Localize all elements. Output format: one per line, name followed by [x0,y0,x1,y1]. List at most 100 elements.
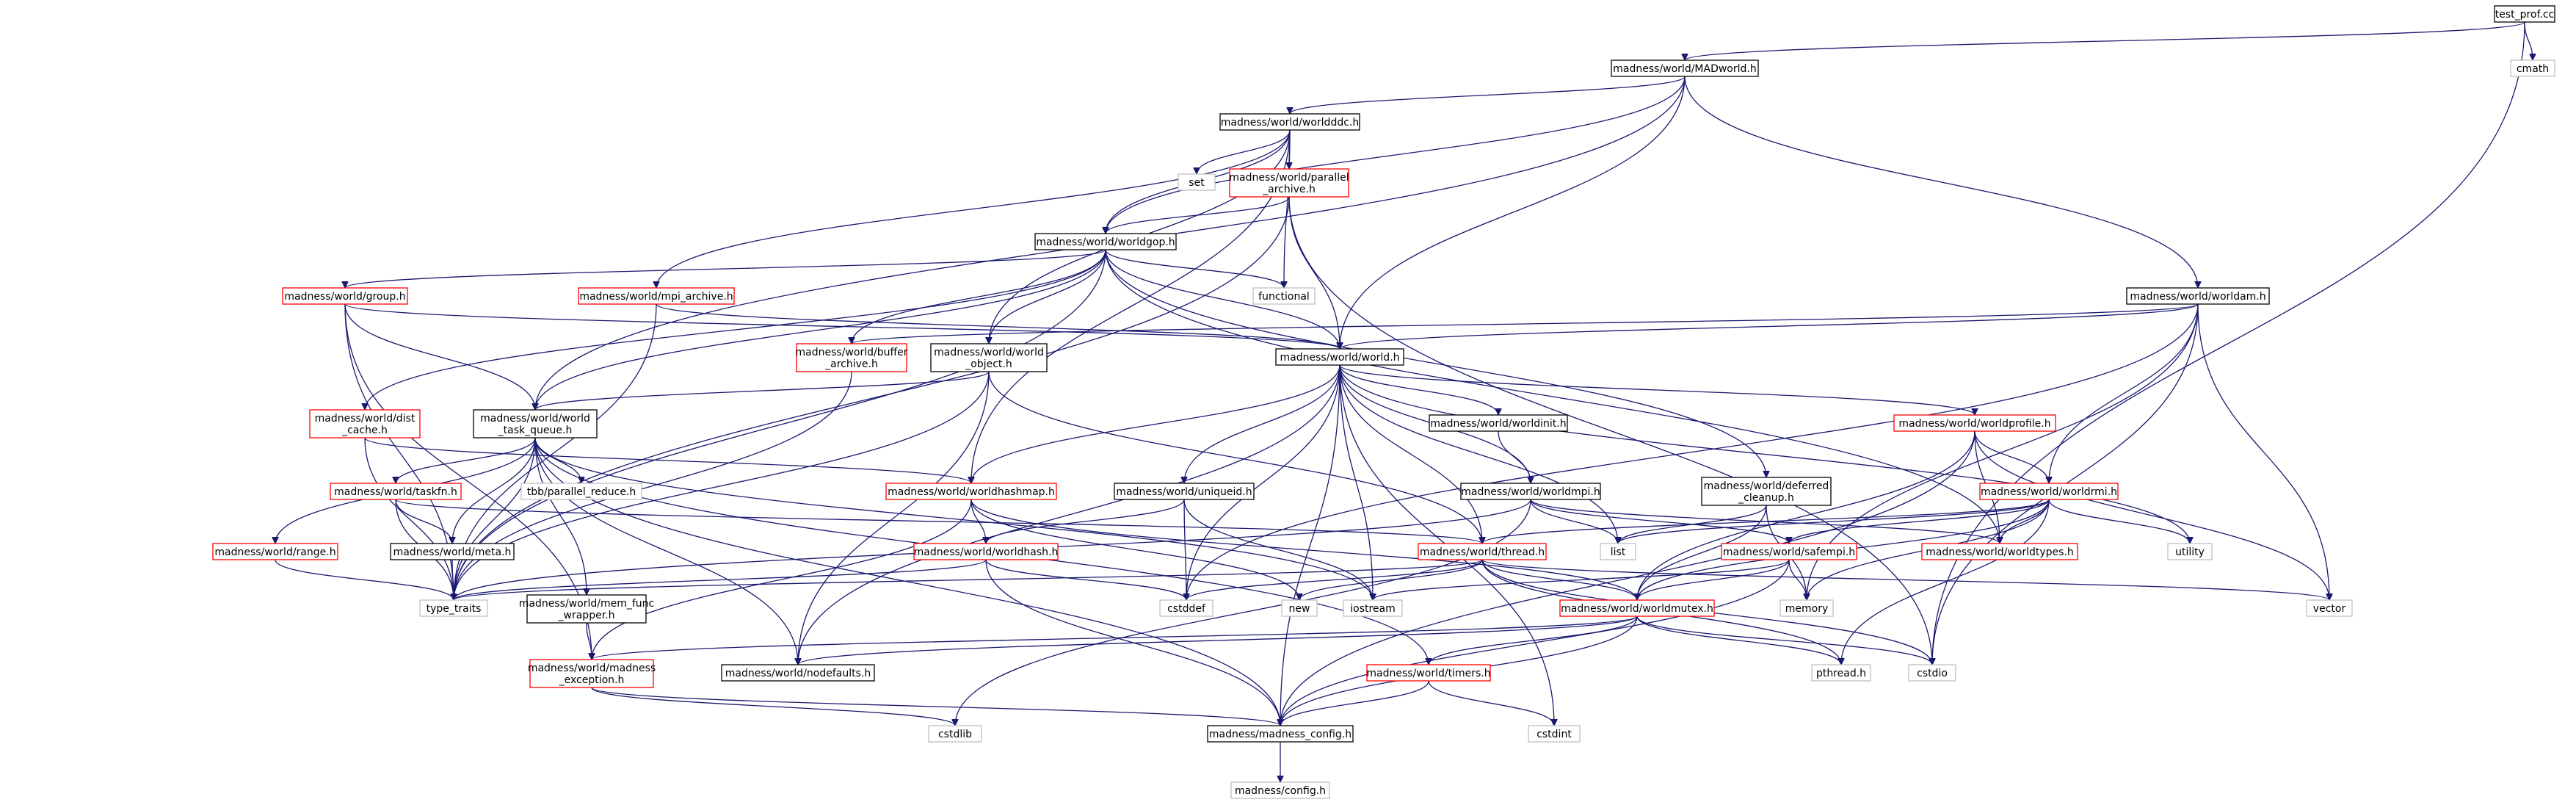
node-box [1230,781,1330,799]
node-world_object[interactable]: madness/world/world_object.h [930,343,1048,372]
node-worldgop[interactable]: madness/world/worldgop.h [1034,233,1177,250]
node-label: pthread.h [1816,668,1866,679]
node-worldddc[interactable]: madness/world/worldddc.h [1219,113,1360,131]
node-meta[interactable]: madness/world/meta.h [390,543,515,560]
node-buffer_archive[interactable]: madness/world/buffer_archive.h [796,343,908,372]
node-cmath[interactable]: cmath [2510,59,2555,77]
node-box [1219,113,1360,131]
node-pthread[interactable]: pthread.h [1811,664,1871,682]
node-box [1779,599,1834,617]
node-label: madness/world/worldinit.h [1430,418,1566,430]
edge-worldmutex-to-timers [1429,616,1638,665]
node-worldrmi[interactable]: madness/world/worldrmi.h [1979,483,2119,500]
edge-worldhashmap-to-new [970,499,1299,600]
node-label: madness/world/worldprofile.h [1898,418,2050,430]
edge-world-to-cstddef [1186,364,1340,600]
node-test_prof[interactable]: test_prof.cc [2494,5,2555,23]
node-deferred_cleanup[interactable]: madness/world/deferred_cleanup.h [1701,477,1832,506]
node-thread[interactable]: madness/world/thread.h [1418,543,1547,560]
edge-worldgop-to-group [345,249,1106,289]
node-utility[interactable]: utility [2167,543,2213,560]
node-nodefaults[interactable]: madness/world/nodefaults.h [721,664,875,682]
node-worlddam[interactable]: madness/world/worldam.h [2126,287,2270,305]
node-vector[interactable]: vector [2306,599,2353,617]
node-label: utility [2175,546,2205,558]
node-worldprofile[interactable]: madness/world/worldprofile.h [1893,414,2056,432]
node-label: cstddef [1167,603,1206,615]
node-label: madness/world/worldrmi.h [1981,486,2117,498]
node-box [1528,725,1581,743]
node-box [1701,477,1832,506]
node-box [520,483,642,500]
node-box [1159,599,1213,617]
node-label: madness/world/world [480,413,590,425]
node-label: madness/world/buffer [796,347,908,358]
node-madworld[interactable]: madness/world/MADworld.h [1611,59,1759,77]
edge-worldhashmap-to-madness_exception [592,499,972,660]
node-box [1114,483,1255,500]
node-cstdlib[interactable]: cstdlib [928,725,982,743]
node-dist_cache[interactable]: madness/world/dist_cache.h [309,409,421,438]
node-madness_exception[interactable]: madness/world/madness_exception.h [528,659,656,688]
node-range[interactable]: madness/world/range.h [212,543,338,560]
node-cstddef[interactable]: cstddef [1159,599,1213,617]
node-memory[interactable]: memory [1779,599,1834,617]
node-worldinit[interactable]: madness/world/worldinit.h [1429,414,1568,432]
node-parallel_archive[interactable]: madness/world/parallel_archive.h [1229,168,1349,198]
node-uniqueid[interactable]: madness/world/uniqueid.h [1114,483,1255,500]
node-safempi[interactable]: madness/world/safempi.h [1721,543,1857,560]
edge-worldmpi-to-cstdlib [955,499,1531,726]
node-type_traits[interactable]: type_traits [419,599,488,617]
node-madness_config[interactable]: madness/madness_config.h [1207,725,1354,743]
node-box [2494,5,2555,23]
edge-worldgop-to-type_traits [454,249,1106,600]
node-label: cstdlib [938,729,972,740]
edge-world_task_queue-to-taskfn [396,437,536,484]
edge-worldrmi-to-list [1618,499,2050,544]
node-box [721,664,875,682]
node-world_task_queue[interactable]: madness/world/world_task_queue.h [473,409,598,438]
node-label: iostream [1350,603,1396,615]
node-taskfn[interactable]: madness/world/taskfn.h [330,483,462,500]
node-label: madness/world/uniqueid.h [1116,486,1252,498]
node-label: madness/world/taskfn.h [334,486,457,498]
edges-layer [275,21,2533,782]
node-label: functional [1258,291,1310,303]
node-label: test_prof.cc [2495,9,2555,21]
node-worldmpi[interactable]: madness/world/worldmpi.h [1460,483,1601,500]
node-worldmutex[interactable]: madness/world/worldmutex.h [1559,599,1715,617]
edge-parallel_archive-to-type_traits [454,196,1290,600]
node-world[interactable]: madness/world/world.h [1275,348,1404,366]
node-worldhash[interactable]: madness/world/worldhash.h [913,543,1059,560]
node-mem_func_wrapper[interactable]: madness/world/mem_func_wrapper.h [519,594,654,624]
edge-group-to-madness_exception [344,303,592,660]
node-label: memory [1785,603,1829,615]
node-worldhashmap[interactable]: madness/world/worldhashmap.h [885,483,1057,500]
node-box [1893,414,2056,432]
node-timers[interactable]: madness/world/timers.h [1366,664,1491,682]
node-new[interactable]: new [1281,599,1318,617]
node-label: madness/world/mem_func [519,598,654,610]
node-config[interactable]: madness/config.h [1230,781,1330,799]
edge-worldhash-to-cstddef [985,559,1186,601]
node-label: tbb/parallel_reduce.h [527,486,636,498]
node-cstdint[interactable]: cstdint [1528,725,1581,743]
node-cstdio[interactable]: cstdio [1908,664,1956,682]
node-set[interactable]: set [1178,173,1216,191]
edge-worldmutex-to-nodefaults [798,616,1638,665]
node-tbb_parallel_reduce[interactable]: tbb/parallel_reduce.h [520,483,642,500]
node-mpi_archive[interactable]: madness/world/mpi_archive.h [578,287,735,305]
node-iostream[interactable]: iostream [1343,599,1403,617]
node-box [2510,59,2555,77]
node-box [309,409,421,438]
edge-worldddc-to-functional [1284,129,1291,288]
edge-group-to-world_task_queue [344,303,535,410]
node-group[interactable]: madness/world/group.h [282,287,408,305]
node-worldtypes[interactable]: madness/world/worldtypes.h [1921,543,2078,560]
node-box [1460,483,1601,500]
node-functional[interactable]: functional [1252,287,1316,305]
edge-world_object-to-thread [988,371,1482,544]
node-list[interactable]: list [1600,543,1636,560]
node-label: madness/world/world [934,347,1044,358]
